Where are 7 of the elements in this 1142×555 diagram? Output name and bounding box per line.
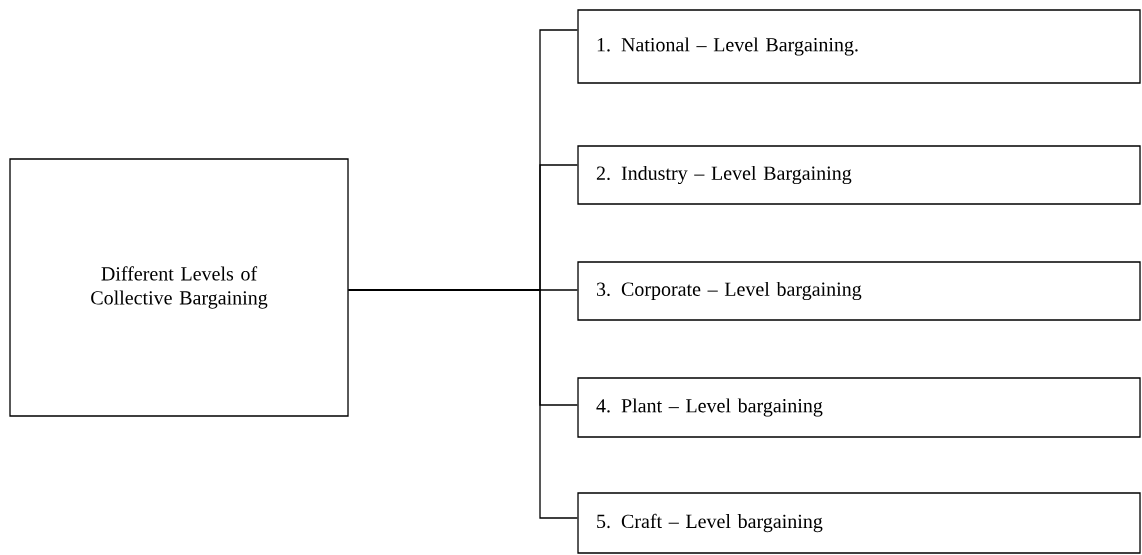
level-box: 3. Corporate – Level bargaining xyxy=(577,261,1141,321)
level-box: 2. Industry – Level Bargaining xyxy=(577,145,1141,205)
level-box: 5. Craft – Level bargaining xyxy=(577,492,1141,554)
topic-box: Different Levels of Collective Bargaining xyxy=(9,158,349,417)
connector-line xyxy=(348,289,578,519)
level-box: 1. National – Level Bargaining. xyxy=(577,9,1141,84)
level-box: 4. Plant – Level bargaining xyxy=(577,377,1141,438)
